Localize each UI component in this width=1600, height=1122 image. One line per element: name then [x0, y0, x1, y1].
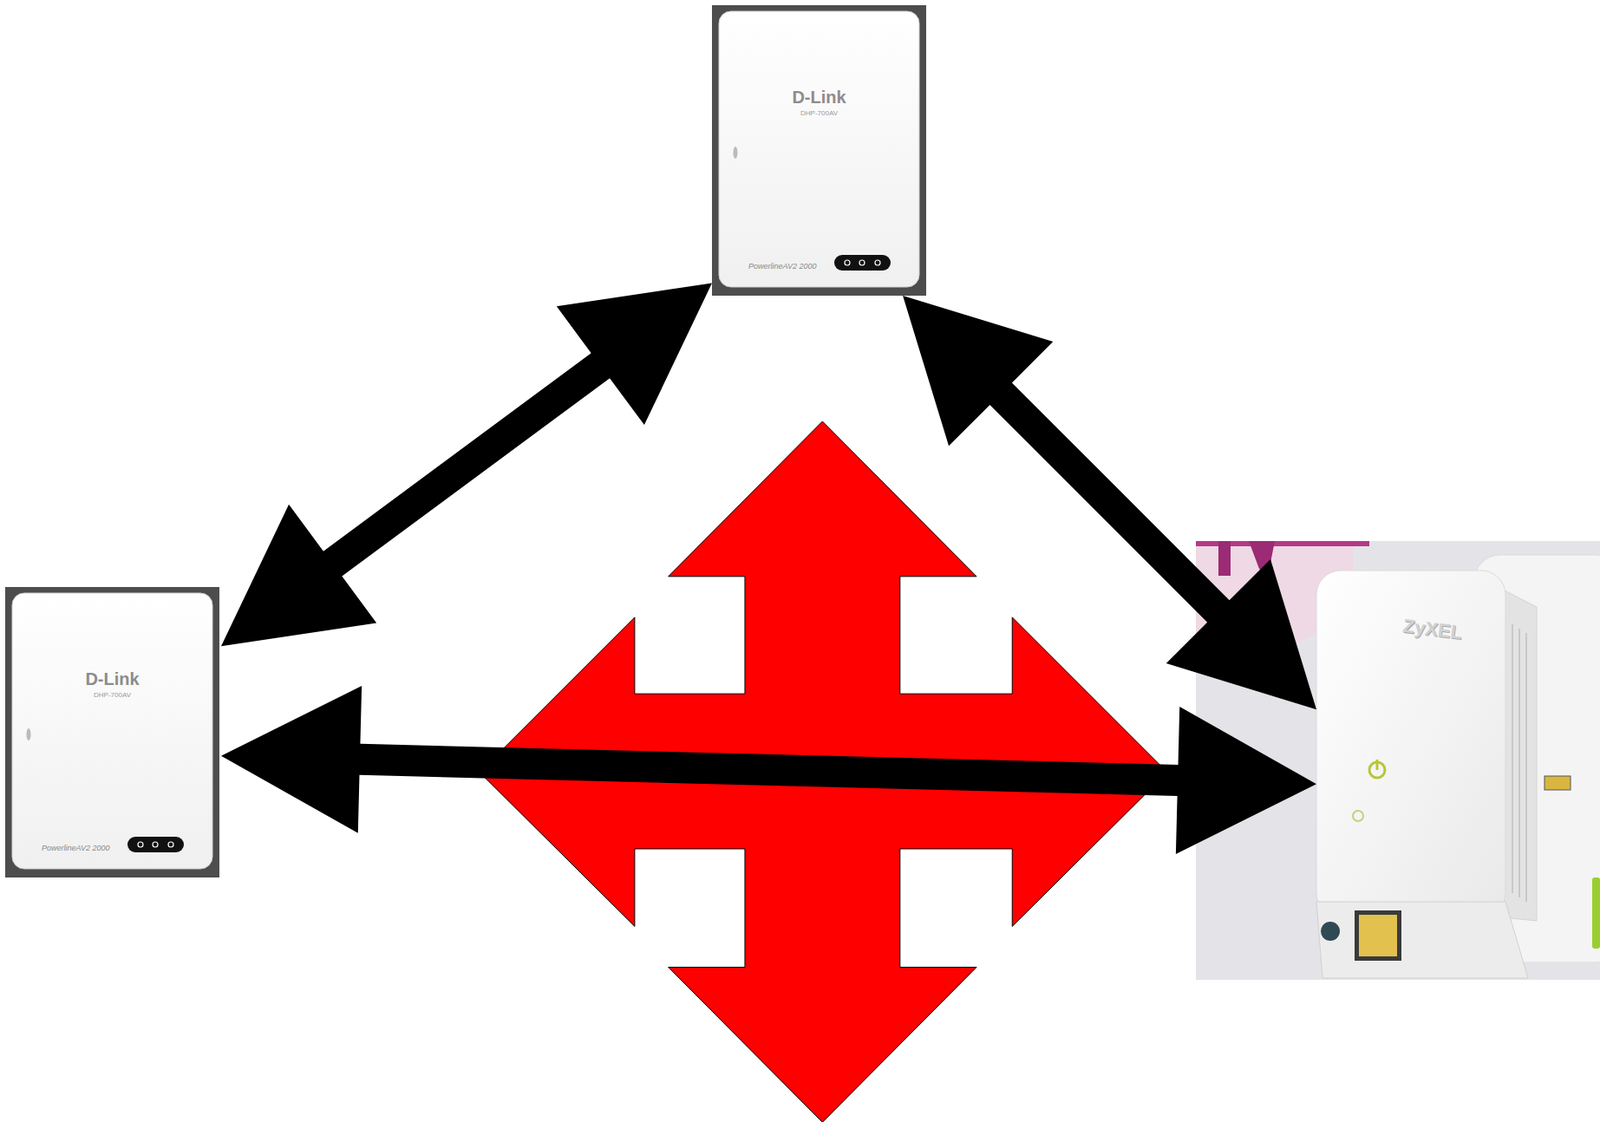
adapter-box: D-LinkDHP-700AV PowerlineAV2 2000 [5, 587, 222, 878]
series-label: PowerlineAV2 2000 [748, 261, 844, 271]
reset-button [1320, 921, 1340, 941]
series-label: PowerlineAV2 2000 [41, 843, 138, 853]
adapter-photo [1195, 541, 1600, 980]
model-label: DHP-700AV [5, 691, 220, 699]
double-arrow [902, 295, 1317, 710]
green-tag [1592, 877, 1600, 949]
vent-lines [1512, 624, 1527, 902]
adapter-side [1502, 589, 1537, 921]
brand-label: ZyXEL [1388, 613, 1477, 646]
plug-graphic [1248, 541, 1275, 576]
plug-graphic [1218, 541, 1231, 576]
brand-label: D-Link [5, 669, 220, 690]
double-arrow [221, 685, 1317, 855]
ethernet-port [1544, 776, 1571, 791]
ethernet-port-inner [1358, 914, 1398, 957]
adapter-box: D-LinkDHP-700AV PowerlineAV2 2000 [711, 5, 927, 296]
adapter-bottom [1316, 901, 1529, 979]
model-label: DHP-700AV [711, 109, 927, 118]
powerline-adapter [711, 5, 927, 296]
powerline-adapter [5, 587, 220, 878]
adapter-box: ZyXEL [1316, 566, 1600, 980]
adapter-front [1316, 570, 1506, 918]
brand-label: D-Link [711, 87, 927, 108]
four-way-arrow [479, 421, 1168, 1122]
status-led [1352, 810, 1364, 822]
power-led [1376, 759, 1379, 771]
double-arrow [221, 283, 712, 647]
ethernet-port [1354, 910, 1402, 961]
